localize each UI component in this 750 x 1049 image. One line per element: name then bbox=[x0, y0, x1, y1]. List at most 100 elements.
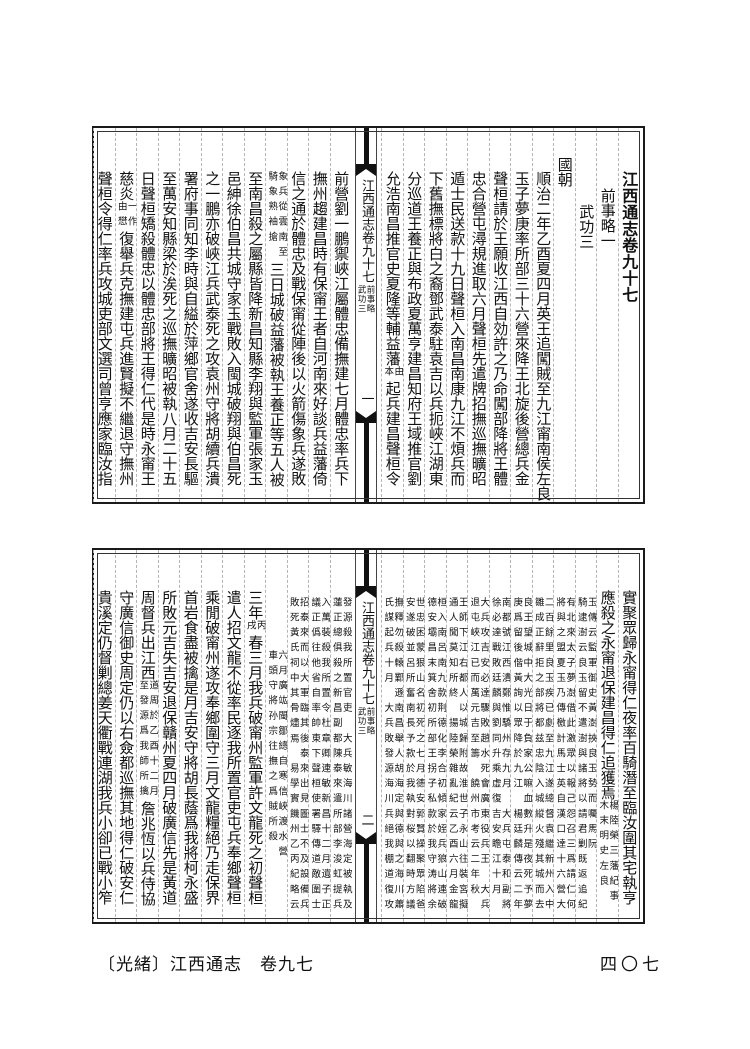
main-text: 邑紳徐伯昌共城守家玉戰敗入閩城破翔與伯昌死 bbox=[224, 171, 243, 486]
main-text: 遣人招文龍不從率民逐我所置官吏屯兵奉鄉聲桓 bbox=[224, 590, 243, 905]
annotation-column: 王師下江右都人以城歸附故淮世子永山往裝宮擬通人聞莫知所終 揚陸榮雜亂紀云乙酉六月… bbox=[445, 550, 468, 922]
subsection-heading-column: 武功三 bbox=[574, 128, 597, 502]
double-line-annotation: 道周於乙酉十二月至發源爲我師所擒 bbox=[137, 680, 159, 801]
double-line-annotation: 六月廣竑閩鄒總自寒信峽渡水營車頭守將孙宗往撫之爲賊所殺 bbox=[266, 650, 288, 862]
annotation-column: 大兵攻吉安必達驟敗趙水死會廣東役兵王 大兵退屯峽江已而萬元吉至籌 饒州市考云二年… bbox=[467, 550, 489, 922]
annotation-column: 發源殺我所置官吏 大兵敏海川諸營海定被執及蓮正總俱殺之新昌副都陳泰來遣所部李浚虹… bbox=[329, 550, 352, 922]
double-line-annotation: 二百餘里良玉疾已劇至九江遂總督袁繼新州入中雛成正辭拒之部將都兹忠陰入城縱火殘其城… bbox=[533, 597, 554, 914]
annotation-line: 象兵從雲南至 bbox=[276, 171, 288, 262]
annotation-line: 由𢡟 bbox=[115, 201, 127, 232]
text-column: 所敗元吉失吉安退保贛州夏四月破廣信先是黃道 bbox=[157, 550, 180, 922]
main-text: 江西通志卷九十七 bbox=[619, 171, 639, 303]
fold-section-line: 前事略 bbox=[365, 285, 375, 314]
text-column: 乘閒破甯州遂攻奉鄉圍守三月文龍糧絕乃走保界 bbox=[200, 550, 223, 922]
annotation-line: 六月廣竑閩鄒總自寒信峽渡水營 bbox=[276, 650, 288, 862]
main-text: 玉子夢庚率所部三十六營來降王北旋後營總兵金 bbox=[512, 171, 531, 486]
double-line-annotation: 玉傳云監軍御史黃澍挾良玉勢而囑馬阮騎逮澍云良玉留不遣澍與諸將以請君剿既返追紀 bbox=[575, 597, 597, 915]
left-half-page: 發源殺我所置官吏 大兵敏海川諸營海定被執及蓮正總俱殺之新昌副都陳泰來遣所部李浚虹… bbox=[89, 550, 355, 922]
footer-book-title: 〔光緒〕江西通志 卷九七 bbox=[98, 955, 314, 975]
main-text: 慈炎 bbox=[117, 171, 136, 201]
annotation-line: 世忠困蒙狠山名初死之七月德安郭賢操聚眾陷爸 bbox=[413, 597, 425, 915]
annotation-line: 玉傳云監軍御史黃澍挾良玉勢而囑馬阮 bbox=[585, 597, 597, 855]
text-column: 分巡道王養正與布政夏萬亨建昌知府王域推官劉 bbox=[402, 128, 425, 502]
text-column: 應殺之永甯退保建昌得仁追獲焉楊陸榮三藩紀事木末明史左良 bbox=[596, 550, 618, 922]
text-column: 順治二年乙酉夏四月英王追闖賊至九江甯南侯左良 bbox=[531, 128, 554, 502]
fold-section-line: 武功三 bbox=[356, 285, 366, 314]
double-line-annotation: 發源殺我所置官吏 大兵敏海川諸營海定被執及蓮正總俱殺之新昌副都陳泰來遣所部李浚虹… bbox=[330, 597, 352, 915]
annotation-line: 騎逮澍云良玉留不遣澍與諸將以請君剿既返追紀 bbox=[575, 597, 587, 915]
text-column: 前營劉一鵬禦峽江屬體忠備撫建七月體忠率兵下 bbox=[329, 128, 352, 502]
main-text: 貴溪定仍督剿總姜天衢戰連湖我兵小卻已戰小笮 bbox=[95, 590, 114, 905]
double-line-annotation: 有北來太子夢澍借此激眾以報己怨召三爲請仁何將與之盟夏玉乃傳檄計馬士英自漢口達十六… bbox=[554, 597, 575, 915]
annotation-line: 德安壩昌末箕舍初所部王拐子私款於我守涛將余 bbox=[425, 597, 437, 915]
text-column: 遣人招文龍不從率民逐我所置官吏屯兵奉鄉聲桓 bbox=[222, 550, 244, 922]
fold-section-line: 前事略 bbox=[365, 707, 375, 736]
double-line-annotation: 一作由𢡟 bbox=[115, 201, 137, 232]
annotation-column: 良王望城中大光日于負家公嘛血數升是夜死予夢庚爲留後偕黃詢以眾降於九江 楊廷麟傳云… bbox=[510, 550, 532, 922]
main-text: 守廣信御史周定仍以右僉都巡撫其地得仁破安仁 bbox=[117, 590, 136, 905]
annotation-column: 六月廣竑閩鄒總自寒信峽渡水營車頭守將孙宗往撫之爲賊所殺 bbox=[265, 550, 287, 922]
upper-page-frame: 江西通志卷九十七前事略一武功三國朝順治二年乙酉夏四月英王追闖賊至九江甯南侯左良玉… bbox=[92, 126, 645, 504]
annotation-line: 撫釋勿殺轅鄴遜南昌舉人胡海定與德與之海川蕭 bbox=[392, 597, 404, 915]
text-column: 邑紳徐伯昌共城守家玉戰敗入閩城破翔與伯昌死 bbox=[222, 128, 244, 502]
main-text: 復舉兵克撫建屯兵進賢擬不繼退守撫州 bbox=[117, 231, 136, 487]
center-fold-margin: 江西通志卷九十七前事略武功三二 bbox=[355, 550, 377, 922]
double-line-annotation: 入萬裝殺我所置令杜章卿連敏新昌十二月遺子正議正僞往他省自率帥東下聲桓使署驛傳道敵… bbox=[309, 597, 331, 915]
annotation-line: 安遂破並呂所奮南長予款於我執對桜以翻時方議 bbox=[403, 597, 415, 915]
double-line-annotation: 由本 bbox=[382, 366, 403, 381]
text-column: 象兵從雲南至騎象熟袖搶三日城破益藩被執王養正等五人被 bbox=[265, 128, 287, 502]
annotation-line: 議正僞往他省自率帥東下聲桓使署驛傳道敵圍士 bbox=[309, 597, 321, 915]
annotation-line: 將與之盟夏玉乃傳檄計馬士英自漢口達十六營大 bbox=[554, 597, 566, 915]
lower-page-frame: 實聚眾歸永甯得仁夜率百騎潛至臨汝圍其宅執亨應殺之永甯退保建昌得仁追獲焉楊陸榮三藩… bbox=[92, 548, 645, 924]
text-column: 貴溪定仍督剿總姜天衢戰連湖我兵小卻已戰小笮 bbox=[93, 550, 115, 922]
fishtail-mark-icon bbox=[356, 832, 376, 845]
annotation-line: 車頭守將孙宗往撫之爲賊所殺 bbox=[266, 650, 278, 847]
main-text: 撫州趨建昌時有保甯王者自河南來好談兵益藩倚 bbox=[310, 171, 329, 486]
annotation-line: 楊陸榮三藩紀事 bbox=[607, 800, 619, 906]
left-half-page: 前營劉一鵬禦峽江屬體忠備撫建七月體忠率兵下撫州趨建昌時有保甯王者自河南來好談兵益… bbox=[89, 128, 355, 502]
main-text: 應殺之永甯退保建昌得仁追獲焉 bbox=[598, 590, 617, 800]
annotation-line: 通人聞莫知所終 揚陸榮雜亂紀云乙酉六月金龍 bbox=[446, 597, 458, 915]
text-column: 玉子夢庚率所部三十六營來降王北旋後營總兵金 bbox=[510, 128, 532, 502]
text-column: 首岩食盡被擒是月吉安守將胡長蔭爲我將柯永盛 bbox=[179, 550, 201, 922]
double-line-annotation: 桓入南呂南九款荆德化李合初傾家姪兵狼山連破德安壩昌末箕舍初所部王拐子私款於我守涛… bbox=[425, 597, 446, 915]
fold-bar bbox=[363, 128, 369, 164]
main-text: 詹兆恆以兵侍協 bbox=[138, 800, 157, 906]
fold-bar bbox=[363, 844, 369, 922]
annotation-line: 入萬裝殺我所置令杜章卿連敏新昌十二月遺子正 bbox=[319, 597, 331, 915]
main-text: 聲桓請於王願收江西自効許之乃命闖部降將王體 bbox=[491, 171, 510, 486]
main-text: 允浩南昌推官史夏隆等輔益藩 bbox=[383, 171, 402, 366]
main-text: 順治二年乙酉夏四月英王追闖賊至九江甯南侯左良 bbox=[534, 171, 553, 501]
main-text: 乘閒破甯州遂攻奉鄉圍守三月文龍糧絕乃走保界 bbox=[203, 590, 222, 905]
text-column: 署府事同知李時與自縊於萍鄉官舍遂收吉安長驅 bbox=[179, 128, 201, 502]
text-column: 之一鵬亦破峽江兵武泰死之攻袁州守將胡續兵潰 bbox=[200, 128, 223, 502]
main-text: 日聲桓矯殺體忠以體忠部將王得仁代是時永甯王 bbox=[138, 171, 157, 486]
annotation-line: 良王望城中大光日于負家公嘛血數升是夜死予夢 bbox=[521, 597, 533, 915]
footer-page-number: 四〇七 bbox=[600, 955, 663, 975]
main-text: 起兵建昌聲桓令 bbox=[383, 381, 402, 487]
dynasty-heading-column: 國朝 bbox=[553, 128, 575, 502]
fold-bar bbox=[363, 423, 369, 502]
annotation-line: 庚爲留後偕黃詢以眾降於九江 楊廷麟傳云二年 bbox=[511, 597, 523, 915]
text-column: 守廣信御史周定仍以右僉都巡撫其地得仁破安仁 bbox=[114, 550, 137, 922]
fold-title: 江西通志卷九十七 bbox=[359, 179, 374, 283]
text-column: 周督兵出江西道周於乙酉十二月至發源爲我師所擒詹兆恆以兵侍協 bbox=[136, 550, 158, 922]
annotation-line: 蓮正總俱殺之新昌副都陳泰來遣所部李浚虹提兵 bbox=[330, 597, 342, 915]
annotation-line: 道周於乙酉十二月 bbox=[147, 680, 159, 801]
main-text: 分巡道王養正與布政夏萬亨建昌知府王域推官劉 bbox=[405, 171, 424, 486]
double-line-annotation: 南都號江西潰鄭惟驕州存九月 大兵屯泰和副將徐必達戰敗廷麟與劉同升乘虛復吉安瞻江十… bbox=[490, 597, 511, 914]
fishtail-mark-icon bbox=[356, 586, 376, 598]
main-text: 周督兵出江西 bbox=[138, 590, 157, 680]
main-text: 至萬安知縣梁於涘死之巡撫曠昭被執八月二十五 bbox=[160, 171, 179, 486]
annotation-line: 至發源爲我師所擒 bbox=[137, 680, 149, 801]
double-line-annotation: 世忠困蒙狠山名初死之七月德安郭賢操聚眾陷爸安遂破並呂所奮南長予款於我執對桜以翻時… bbox=[403, 597, 425, 915]
double-line-annotation: 大兵攻吉安必達驟敗趙水死會廣東役兵王 大兵退屯峽江已而萬元吉至籌 饒州市考云二年… bbox=[468, 597, 489, 914]
text-column: 忠合營屯潯規進取六月聲桓先遣牌招撫巡撫曠昭 bbox=[467, 128, 489, 502]
main-text: 信之通於體忠及戰保甯從陣後以火箭傷象兵遂敗 bbox=[289, 171, 308, 486]
annotation-line: 敗死黃氏祠中其骨燼焉 易學實饑州乙丙紀略云 bbox=[287, 597, 299, 915]
double-line-annotation: 良王望城中大光日于負家公嘛血數升是夜死予夢庚爲留後偕黃詢以眾降於九江 楊廷麟傳云… bbox=[511, 597, 533, 915]
double-line-annotation: 丙戌 bbox=[245, 620, 266, 635]
main-text: 所敗元吉失吉安退保贛州夏四月破廣信先是黃道 bbox=[160, 590, 179, 905]
main-text: 首岩食盡被擒是月吉安守將胡長蔭爲我將柯永盛 bbox=[181, 590, 200, 905]
main-text: 遁士民送款十九日聲桓入南昌南康九江不煩兵而 bbox=[448, 171, 467, 486]
